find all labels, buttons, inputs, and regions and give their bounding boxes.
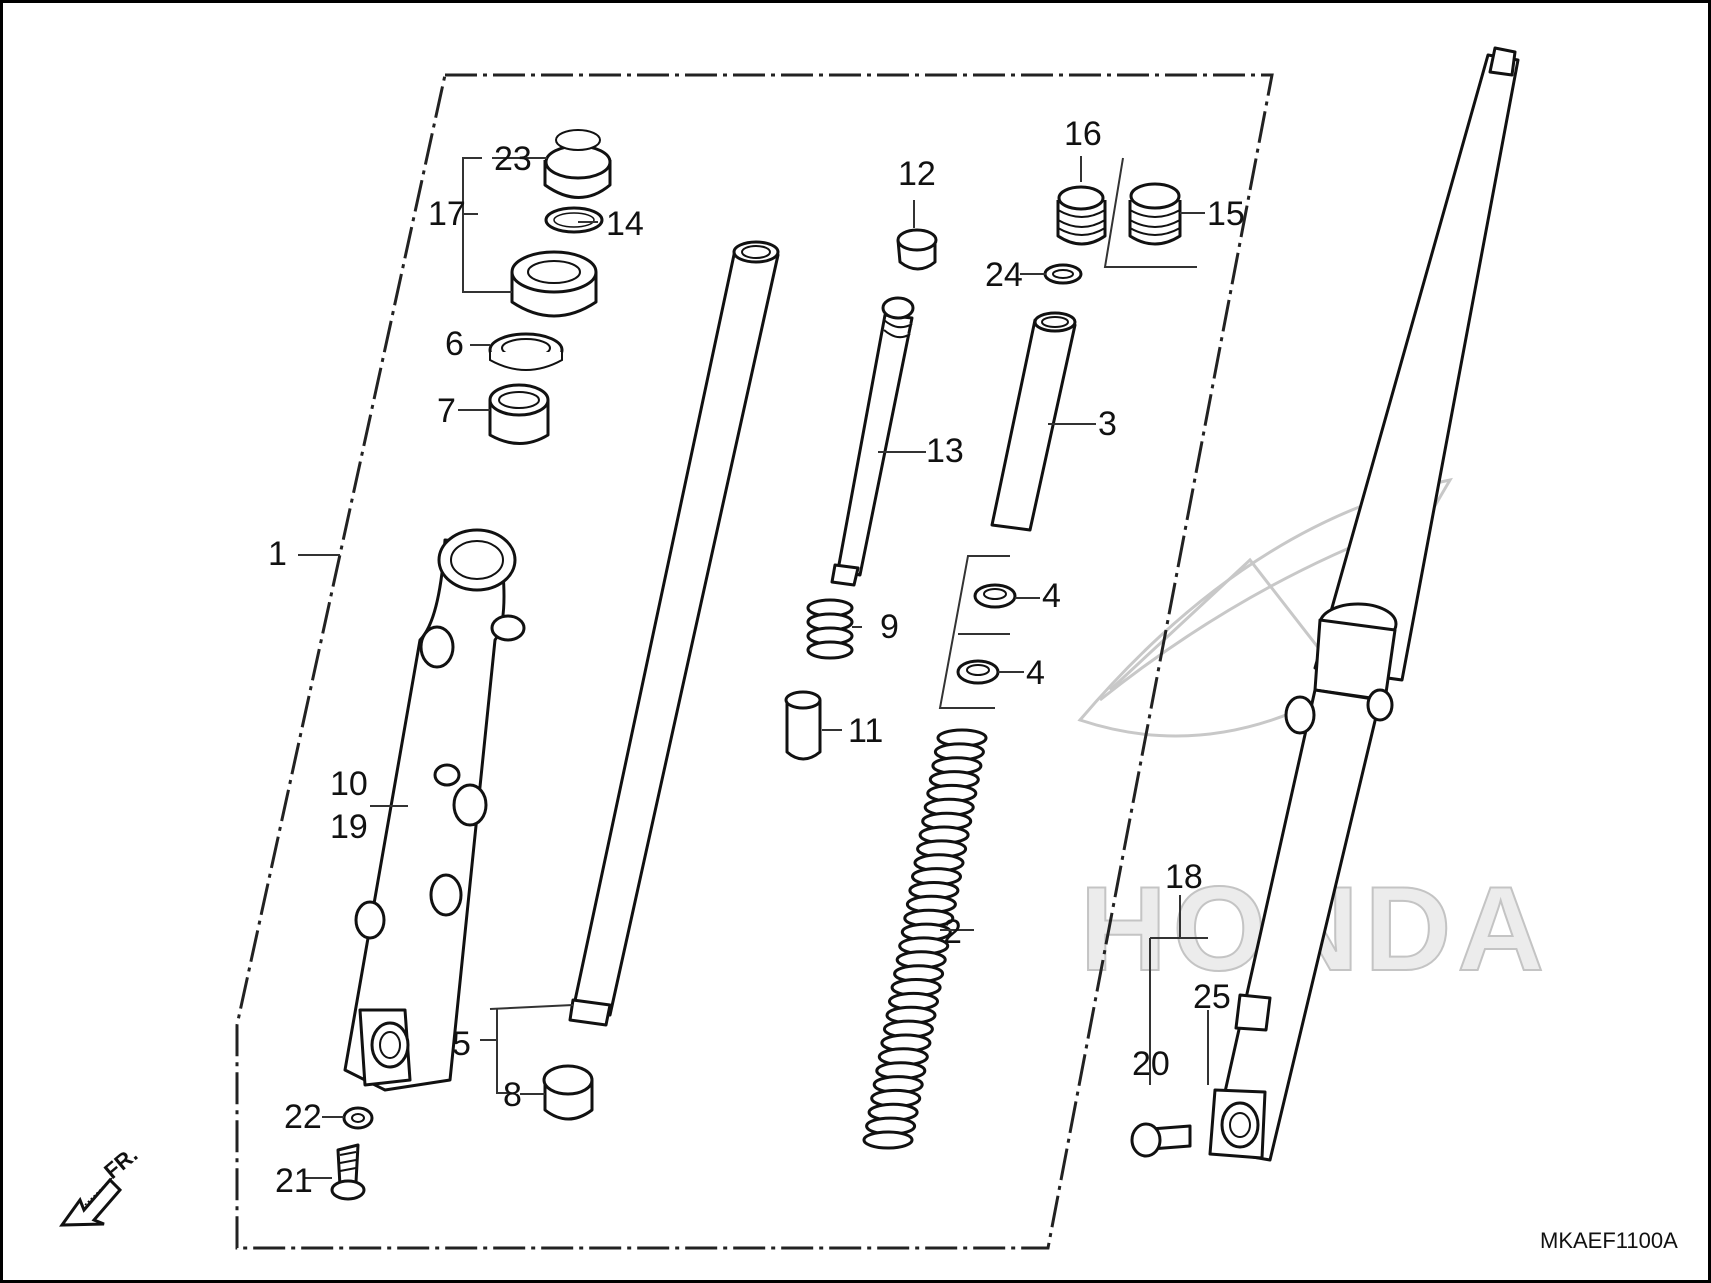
callout-23: 23 [494, 140, 532, 178]
part-fork-pipe [568, 240, 780, 1027]
leader-lines [298, 156, 1209, 1179]
callout-19: 19 [330, 808, 368, 846]
callout-11: 11 [848, 712, 883, 750]
callout-13: 13 [926, 432, 964, 470]
part-damper-rod [830, 296, 915, 587]
front-direction-label: FR. [99, 1142, 142, 1184]
callout-22: 22 [284, 1098, 322, 1136]
front-direction-arrow-icon [59, 1177, 123, 1227]
bracket-4 [938, 555, 1010, 709]
callout-8: 8 [503, 1076, 522, 1114]
part-fork-bolt [1056, 185, 1107, 246]
part-flange-bolt [1130, 1122, 1192, 1158]
part-slider-bushing [488, 383, 550, 445]
part-fork-bolt-alt [1128, 182, 1182, 246]
diagram-code: MKAEF1100A [1540, 1228, 1678, 1253]
callout-21: 21 [275, 1162, 313, 1200]
callout-9: 9 [880, 608, 899, 646]
part-rebound-spring [806, 598, 854, 660]
callout-7: 7 [437, 392, 456, 430]
part-oil-lock-piece [784, 690, 822, 761]
part-bottom-case [343, 528, 526, 1092]
assembled-fork [1208, 46, 1520, 1162]
part-spring-seat-upper [973, 583, 1017, 609]
part-piston-ring [896, 228, 938, 271]
part-stop-ring [544, 206, 604, 234]
callout-25: 25 [1193, 978, 1231, 1016]
part-sealing-washer [342, 1106, 374, 1130]
spring-coil [862, 1130, 914, 1150]
assembly-boundary [235, 73, 1274, 1250]
callout-3: 3 [1098, 405, 1117, 443]
callout-16: 16 [1064, 115, 1102, 153]
callout-4-lower: 4 [1026, 654, 1045, 692]
callout-5: 5 [452, 1025, 471, 1063]
part-spring-seat-lower [956, 659, 1000, 685]
part-oil-seal [510, 250, 598, 318]
callout-15: 15 [1207, 195, 1245, 233]
callout-20: 20 [1132, 1045, 1170, 1083]
callout-1: 1 [268, 535, 287, 573]
callout-6: 6 [445, 325, 464, 363]
part-fork-pipe-bushing [542, 1064, 594, 1121]
callout-2: 2 [943, 913, 962, 951]
callout-14: 14 [606, 205, 644, 243]
callout-4-upper: 4 [1042, 577, 1061, 615]
part-fork-spring [862, 728, 988, 1150]
bracket-15-16 [1103, 157, 1197, 268]
callout-10: 10 [330, 765, 368, 803]
part-spacer [990, 311, 1077, 532]
callout-17: 17 [428, 195, 466, 233]
callout-24: 24 [985, 256, 1023, 294]
part-o-ring [1043, 263, 1083, 285]
callout-12: 12 [898, 155, 936, 193]
callout-18: 18 [1165, 858, 1203, 896]
part-back-up-ring [488, 332, 564, 371]
part-dust-seal [543, 129, 612, 199]
part-socket-bolt [330, 1143, 366, 1201]
